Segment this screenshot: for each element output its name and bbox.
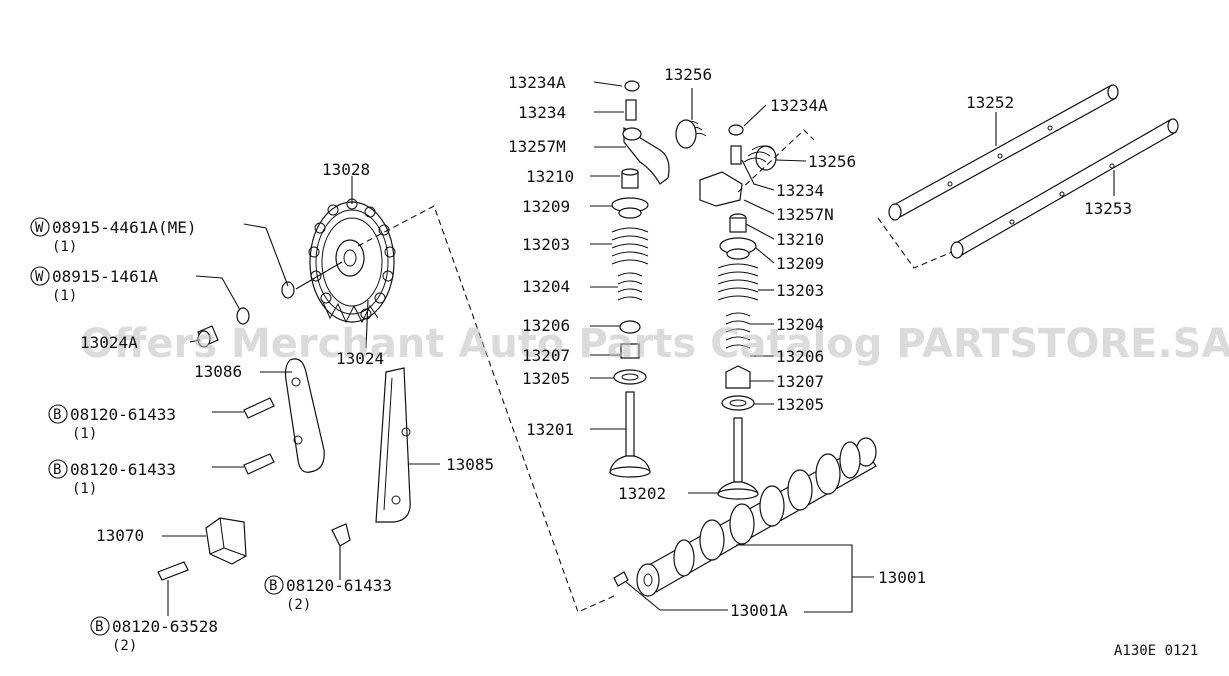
label-13207-left[interactable]: 13207: [522, 346, 570, 365]
timing-chain-sprocket-drawing: [295, 198, 396, 324]
label-13234A-right[interactable]: 13234A: [770, 96, 828, 115]
label-13070[interactable]: 13070: [96, 526, 144, 545]
qty-08120-63528: (2): [112, 638, 137, 654]
watermark: Offers Merchant Auto Parts Catalog PARTS…: [80, 321, 1229, 367]
prefix-circles: [30, 217, 284, 636]
washer-prefix-2: W: [35, 269, 44, 285]
label-13256-top[interactable]: 13256: [664, 65, 712, 84]
label-13209-right[interactable]: 13209: [776, 254, 824, 273]
label-13257M[interactable]: 13257M: [508, 137, 566, 156]
left-valve-stack-drawing: [609, 80, 670, 478]
rocker-shafts-drawing: [888, 84, 1179, 259]
label-13204-right[interactable]: 13204: [776, 315, 824, 334]
label-13202[interactable]: 13202: [618, 484, 666, 503]
chain-tensioner-13085-drawing: [375, 367, 411, 523]
camshaft-13001-drawing: [613, 437, 877, 597]
bolt-prefix-2: B: [53, 462, 61, 478]
diagram-code: A130E 0121: [1114, 643, 1198, 659]
label-13257N[interactable]: 13257N: [776, 205, 834, 224]
qty-08915-4461A: (1): [52, 239, 77, 255]
qty-08915-1461A: (1): [52, 288, 77, 304]
label-13206-left[interactable]: 13206: [522, 316, 570, 335]
part-labels: 13028 W 08915-4461A(ME) (1) W 08915-1461…: [35, 65, 1198, 659]
label-13209-left[interactable]: 13209: [522, 197, 570, 216]
spring-13256-right-drawing: [743, 145, 777, 171]
label-08120-63528[interactable]: 08120-63528: [112, 617, 218, 636]
assembly-dashed-lines: [357, 129, 953, 613]
label-13001[interactable]: 13001: [878, 568, 926, 587]
label-13206-right[interactable]: 13206: [776, 347, 824, 366]
leader-lines: [162, 81, 1115, 616]
label-13203-left[interactable]: 13203: [522, 235, 570, 254]
label-13205-left[interactable]: 13205: [522, 369, 570, 388]
sprocket-washers-drawing: [197, 281, 295, 348]
label-08915-1461A[interactable]: 08915-1461A: [52, 267, 158, 286]
spring-13256-left-drawing: [675, 119, 707, 149]
label-13203-right[interactable]: 13203: [776, 281, 824, 300]
qty-08120-61433-b: (1): [72, 481, 97, 497]
right-valve-stack-drawing: [699, 124, 759, 500]
qty-08120-61433-c: (2): [286, 597, 311, 613]
label-13256-right[interactable]: 13256: [808, 152, 856, 171]
bolt-prefix-4: B: [95, 619, 103, 635]
label-13201[interactable]: 13201: [526, 420, 574, 439]
label-13210-right[interactable]: 13210: [776, 230, 824, 249]
label-13234-right[interactable]: 13234: [776, 181, 824, 200]
label-13253[interactable]: 13253: [1084, 199, 1132, 218]
label-13234-left[interactable]: 13234: [518, 103, 566, 122]
bolt-prefix-3: B: [269, 578, 277, 594]
label-13086[interactable]: 13086: [194, 362, 242, 381]
label-08915-4461A[interactable]: 08915-4461A(ME): [52, 218, 197, 237]
label-13205-right[interactable]: 13205: [776, 395, 824, 414]
label-13210-left[interactable]: 13210: [526, 167, 574, 186]
label-13028[interactable]: 13028: [322, 160, 370, 179]
tensioner-13070-drawing: [205, 517, 247, 565]
label-13204-left[interactable]: 13204: [522, 277, 570, 296]
washer-prefix-1: W: [35, 220, 44, 236]
label-08120-61433-b[interactable]: 08120-61433: [70, 460, 176, 479]
label-13024A[interactable]: 13024A: [80, 333, 138, 352]
label-13001A[interactable]: 13001A: [730, 601, 788, 620]
qty-08120-61433-a: (1): [72, 426, 97, 442]
label-08120-61433-c[interactable]: 08120-61433: [286, 576, 392, 595]
label-13207-right[interactable]: 13207: [776, 372, 824, 391]
bolt-prefix-1: B: [53, 407, 61, 423]
chain-guide-13086-drawing: [284, 358, 325, 473]
label-13234A-left[interactable]: 13234A: [508, 73, 566, 92]
bolts-drawing: [157, 397, 351, 581]
label-13252[interactable]: 13252: [966, 93, 1014, 112]
label-13024[interactable]: 13024: [336, 349, 384, 368]
label-13085[interactable]: 13085: [446, 455, 494, 474]
label-08120-61433-a[interactable]: 08120-61433: [70, 405, 176, 424]
